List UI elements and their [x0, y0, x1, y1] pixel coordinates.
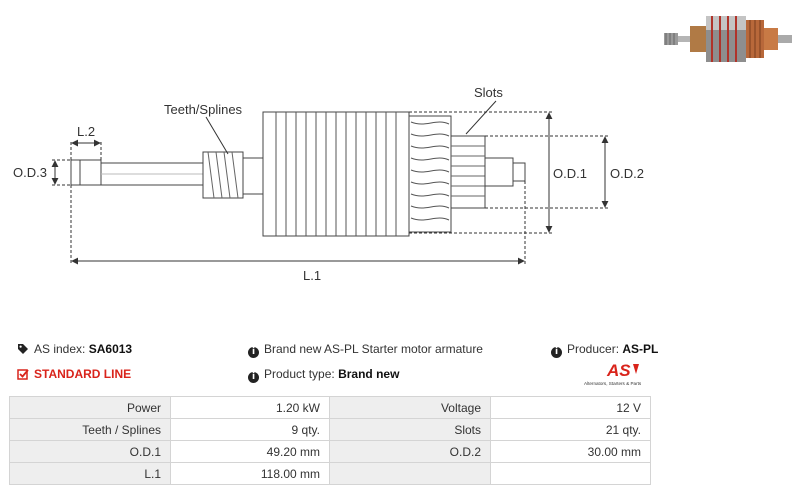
as-index-label: AS index:: [34, 342, 86, 356]
label-l1: L.1: [303, 268, 321, 283]
spec-value: 49.20 mm: [170, 440, 330, 463]
product-type: i Product type: Brand new: [248, 366, 399, 383]
standard-line-label: STANDARD LINE: [34, 367, 132, 381]
table-row: Teeth / Splines 9 qty. Slots 21 qty.: [9, 418, 651, 441]
spec-value: 30.00 mm: [490, 440, 651, 463]
table-row: O.D.1 49.20 mm O.D.2 30.00 mm: [9, 440, 651, 463]
label-od3: O.D.3: [13, 165, 47, 180]
label-slots: Slots: [474, 85, 503, 100]
armature-body: [70, 111, 526, 237]
standard-line: STANDARD LINE: [17, 366, 131, 382]
spec-label: [329, 462, 491, 485]
product-thumbnail: [664, 16, 792, 62]
table-row: Power 1.20 kW Voltage 12 V: [9, 396, 651, 419]
description-text: Brand new AS-PL Starter motor armature: [264, 342, 483, 356]
as-pl-logo: AS Alternators, Starters & Parts: [584, 360, 664, 388]
producer-label: Producer:: [567, 342, 620, 356]
spec-label: Voltage: [329, 396, 491, 419]
as-index-value: SA6013: [88, 342, 133, 356]
logo-mark: AS Alternators, Starters & Parts: [584, 361, 642, 386]
spec-label: O.D.2: [329, 440, 491, 463]
table-row: L.1 118.00 mm: [9, 462, 651, 485]
spec-value: [490, 462, 651, 485]
info-icon: i: [248, 372, 259, 383]
product-description: i Brand new AS-PL Starter motor armature: [248, 341, 483, 358]
spec-value: 12 V: [490, 396, 651, 419]
svg-text:Alternators, Starters & Parts: Alternators, Starters & Parts: [584, 381, 642, 386]
info-icon: i: [551, 347, 562, 358]
spec-label: O.D.1: [9, 440, 171, 463]
spec-value: 118.00 mm: [170, 462, 330, 485]
as-index: AS index: SA6013: [17, 341, 132, 357]
spec-label: Slots: [329, 418, 491, 441]
spec-label: L.1: [9, 462, 171, 485]
tag-icon: [18, 344, 28, 354]
spec-label: Power: [9, 396, 171, 419]
info-icon: i: [248, 347, 259, 358]
label-od2: O.D.2: [610, 166, 644, 181]
specs-table: Power 1.20 kW Voltage 12 V Teeth / Splin…: [9, 396, 651, 485]
label-teeth-splines: Teeth/Splines: [164, 102, 243, 117]
producer: i Producer: AS-PL: [551, 341, 658, 358]
label-l2: L.2: [77, 124, 95, 139]
dimension-lines: [51, 100, 609, 265]
product-type-label: Product type:: [264, 367, 335, 381]
checkbox-icon: [17, 369, 29, 380]
product-type-value: Brand new: [338, 367, 400, 381]
spec-value: 9 qty.: [170, 418, 330, 441]
producer-value: AS-PL: [622, 342, 659, 356]
svg-text:AS: AS: [606, 361, 631, 380]
spec-label: Teeth / Splines: [9, 418, 171, 441]
spec-value: 1.20 kW: [170, 396, 330, 419]
spec-value: 21 qty.: [490, 418, 651, 441]
label-od1: O.D.1: [553, 166, 587, 181]
armature-drawing: Teeth/Splines Slots L.2 O.D.3 O.D.1 O.D.…: [13, 85, 644, 283]
